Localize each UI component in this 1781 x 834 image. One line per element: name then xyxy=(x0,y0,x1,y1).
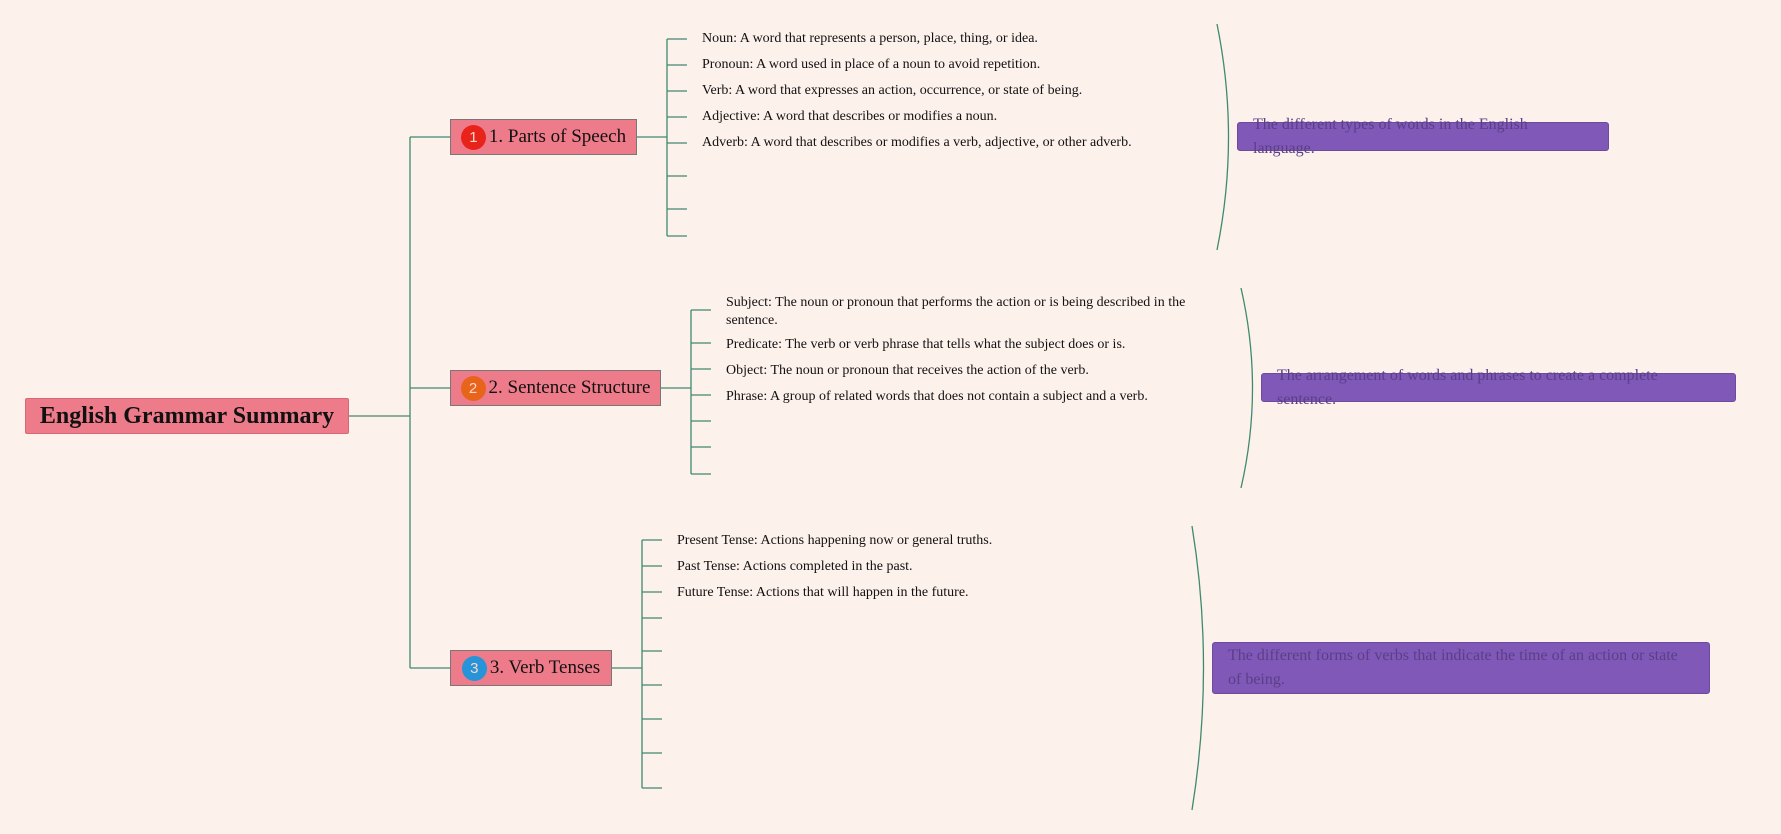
topic-sentence-structure[interactable]: 2 2. Sentence Structure xyxy=(450,370,661,406)
leaf-present-tense[interactable]: Present Tense: Actions happening now or … xyxy=(677,533,993,548)
summary-parts-of-speech[interactable]: The different types of words in the Engl… xyxy=(1237,116,1609,157)
leaf-past-tense[interactable]: Past Tense: Actions completed in the pas… xyxy=(677,559,913,574)
topic-2-leaf-ticks xyxy=(691,309,711,475)
leaf-pronoun[interactable]: Pronoun: A word used in place of a noun … xyxy=(702,57,1041,72)
topic-verb-tenses[interactable]: 3 3. Verb Tenses xyxy=(450,650,612,686)
summary-3-brace xyxy=(1191,525,1205,811)
priority-3-icon: 3 xyxy=(461,655,487,681)
leaf-predicate[interactable]: Predicate: The verb or verb phrase that … xyxy=(726,337,1126,352)
leaf-object[interactable]: Object: The noun or pronoun that receive… xyxy=(726,363,1089,378)
leaf-adverb[interactable]: Adverb: A word that describes or modifie… xyxy=(702,135,1132,150)
summary-sentence-structure[interactable]: The arrangement of words and phrases to … xyxy=(1261,367,1736,408)
leaf-adjective[interactable]: Adjective: A word that describes or modi… xyxy=(702,109,998,124)
summary-1-brace xyxy=(1216,23,1230,251)
leaf-subject[interactable]: Subject: The noun or pronoun that perfor… xyxy=(726,295,1186,328)
leaf-noun[interactable]: Noun: A word that represents a person, p… xyxy=(702,31,1038,46)
topic-label: 1. Parts of Speech xyxy=(488,126,627,147)
priority-1-icon: 1 xyxy=(460,124,486,150)
leaf-future-tense[interactable]: Future Tense: Actions that will happen i… xyxy=(677,585,969,600)
topic-label: 3. Verb Tenses xyxy=(489,657,601,678)
summary-2-brace xyxy=(1240,287,1254,489)
leaf-phrase[interactable]: Phrase: A group of related words that do… xyxy=(726,389,1148,404)
leaf-verb[interactable]: Verb: A word that expresses an action, o… xyxy=(702,83,1083,98)
topic-3-leaf-ticks xyxy=(642,539,662,789)
topic-label: 2. Sentence Structure xyxy=(488,377,651,398)
topic-1-leaf-ticks xyxy=(667,38,687,237)
root-topic[interactable]: English Grammar Summary xyxy=(25,398,349,434)
priority-2-icon: 2 xyxy=(460,375,486,401)
topic-parts-of-speech[interactable]: 1 1. Parts of Speech xyxy=(450,119,637,155)
summary-verb-tenses[interactable]: The different forms of verbs that indica… xyxy=(1212,642,1710,694)
